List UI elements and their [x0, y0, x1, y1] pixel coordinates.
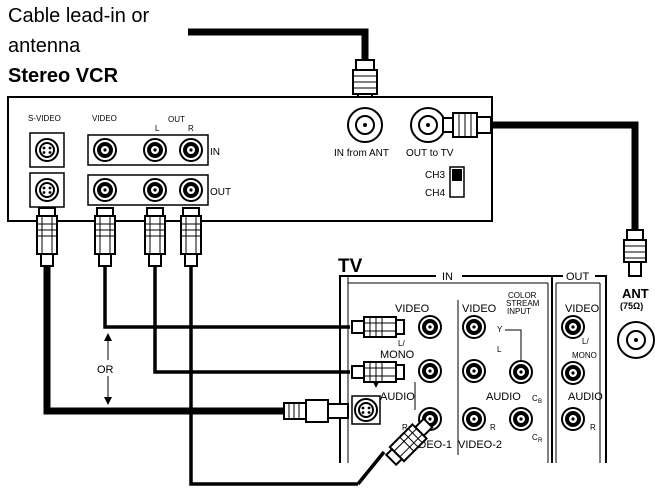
- tv-out-r-label: R: [590, 423, 596, 432]
- vcr-video-in-jack[interactable]: [92, 137, 118, 163]
- tv-title: TV: [338, 256, 363, 277]
- vcr-svideo-out-jack[interactable]: [35, 178, 59, 202]
- tv-out-header: OUT: [566, 271, 590, 283]
- audio-r-cable: [180, 207, 437, 486]
- tv-out-audio-r-jack[interactable]: [560, 406, 586, 432]
- tv-video2-jack[interactable]: [461, 314, 487, 340]
- coax-to-tv-cable: [442, 112, 647, 277]
- vcr-out-to-tv-label: OUT to TV: [406, 148, 454, 159]
- svideo-cable: [36, 207, 349, 423]
- vcr-ch4-label: CH4: [425, 188, 445, 199]
- svg-text:C: C: [532, 394, 538, 403]
- tv-audio1-label: AUDIO: [380, 391, 415, 403]
- tv-video2-label: VIDEO: [462, 303, 497, 315]
- or-indicator: OR: [93, 333, 123, 405]
- tv-out-l-label: L/: [582, 337, 589, 346]
- source-label-line2: antenna: [8, 35, 81, 57]
- tv-ant-label: ANT: [622, 286, 649, 301]
- tv-out-mono-label: MONO: [572, 351, 597, 360]
- source-label-line1: Cable lead-in or: [8, 5, 150, 27]
- audio-l-cable: [144, 207, 405, 383]
- svg-text:B: B: [538, 399, 542, 405]
- tv-l2-label: L: [497, 345, 502, 354]
- vcr-video-label: VIDEO: [92, 114, 117, 123]
- tv-video-2-label: VIDEO-2: [458, 439, 502, 451]
- tv-svideo-jack[interactable]: [351, 395, 381, 425]
- vcr-out-row-label: OUT: [210, 187, 231, 198]
- vcr-audio-r-in-jack[interactable]: [178, 137, 204, 163]
- tv-audio-l2-jack[interactable]: [461, 358, 487, 384]
- svg-text:R: R: [538, 438, 543, 444]
- svg-text:C: C: [532, 433, 538, 442]
- tv-audio-l1-jack[interactable]: [417, 358, 443, 384]
- tv-ant-ohm-label: (75Ω): [620, 301, 643, 311]
- antenna-cable: [188, 28, 378, 103]
- tv-l-mono1-b: MONO: [380, 349, 415, 361]
- tv-cb-jack[interactable]: [508, 406, 534, 432]
- vcr-out-label: OUT: [168, 115, 185, 124]
- tv-y-jack[interactable]: [508, 359, 534, 385]
- tv-color-stream-1: COLOR: [508, 291, 537, 300]
- tv-y-label: Y: [497, 325, 503, 334]
- vcr-in-from-ant-jack[interactable]: [347, 107, 383, 143]
- vcr-svideo-in-jack[interactable]: [35, 138, 59, 162]
- vcr-out-to-tv-jack[interactable]: [410, 107, 446, 143]
- tv-video1-jack[interactable]: [417, 314, 443, 340]
- tv-r1-label: R: [402, 423, 408, 432]
- vcr-video-out-jack[interactable]: [92, 177, 118, 203]
- vcr-title: Stereo VCR: [8, 65, 119, 87]
- vcr-svideo-label: S-VIDEO: [28, 114, 61, 123]
- vcr-r-label: R: [188, 124, 194, 133]
- tv-audio-r2-jack[interactable]: [461, 406, 487, 432]
- vcr-audio-l-out-jack[interactable]: [142, 177, 168, 203]
- tv-out-video-jack[interactable]: [560, 314, 586, 340]
- vcr-ch3-label: CH3: [425, 170, 445, 181]
- tv-out-audio-l-jack[interactable]: [560, 360, 586, 386]
- tv-cr-label: C R: [532, 433, 543, 444]
- tv-color-stream-2: STREAM: [506, 299, 540, 308]
- tv-ant-jack[interactable]: [617, 321, 655, 359]
- tv-cb-label: C B: [532, 394, 542, 405]
- tv-color-stream-3: INPUT: [507, 307, 531, 316]
- tv-out-video-label: VIDEO: [565, 303, 600, 315]
- tv-r2-label: R: [490, 423, 496, 432]
- vcr-l-label: L: [155, 124, 160, 133]
- vcr-audio-r-out-jack[interactable]: [178, 177, 204, 203]
- tv-out-audio-label: AUDIO: [568, 391, 603, 403]
- tv-audio2-label: AUDIO: [486, 391, 521, 403]
- tv-in-header: IN: [442, 271, 453, 283]
- or-label: OR: [97, 364, 114, 376]
- vcr-in-label: IN: [210, 147, 220, 158]
- vcr-audio-l-in-jack[interactable]: [142, 137, 168, 163]
- channel-switch[interactable]: [449, 166, 465, 198]
- video-cable: [94, 207, 405, 338]
- tv-video1-label: VIDEO: [395, 303, 430, 315]
- tv-l-mono1-a: L/: [398, 339, 405, 348]
- vcr-in-from-ant-label: IN from ANT: [334, 148, 389, 159]
